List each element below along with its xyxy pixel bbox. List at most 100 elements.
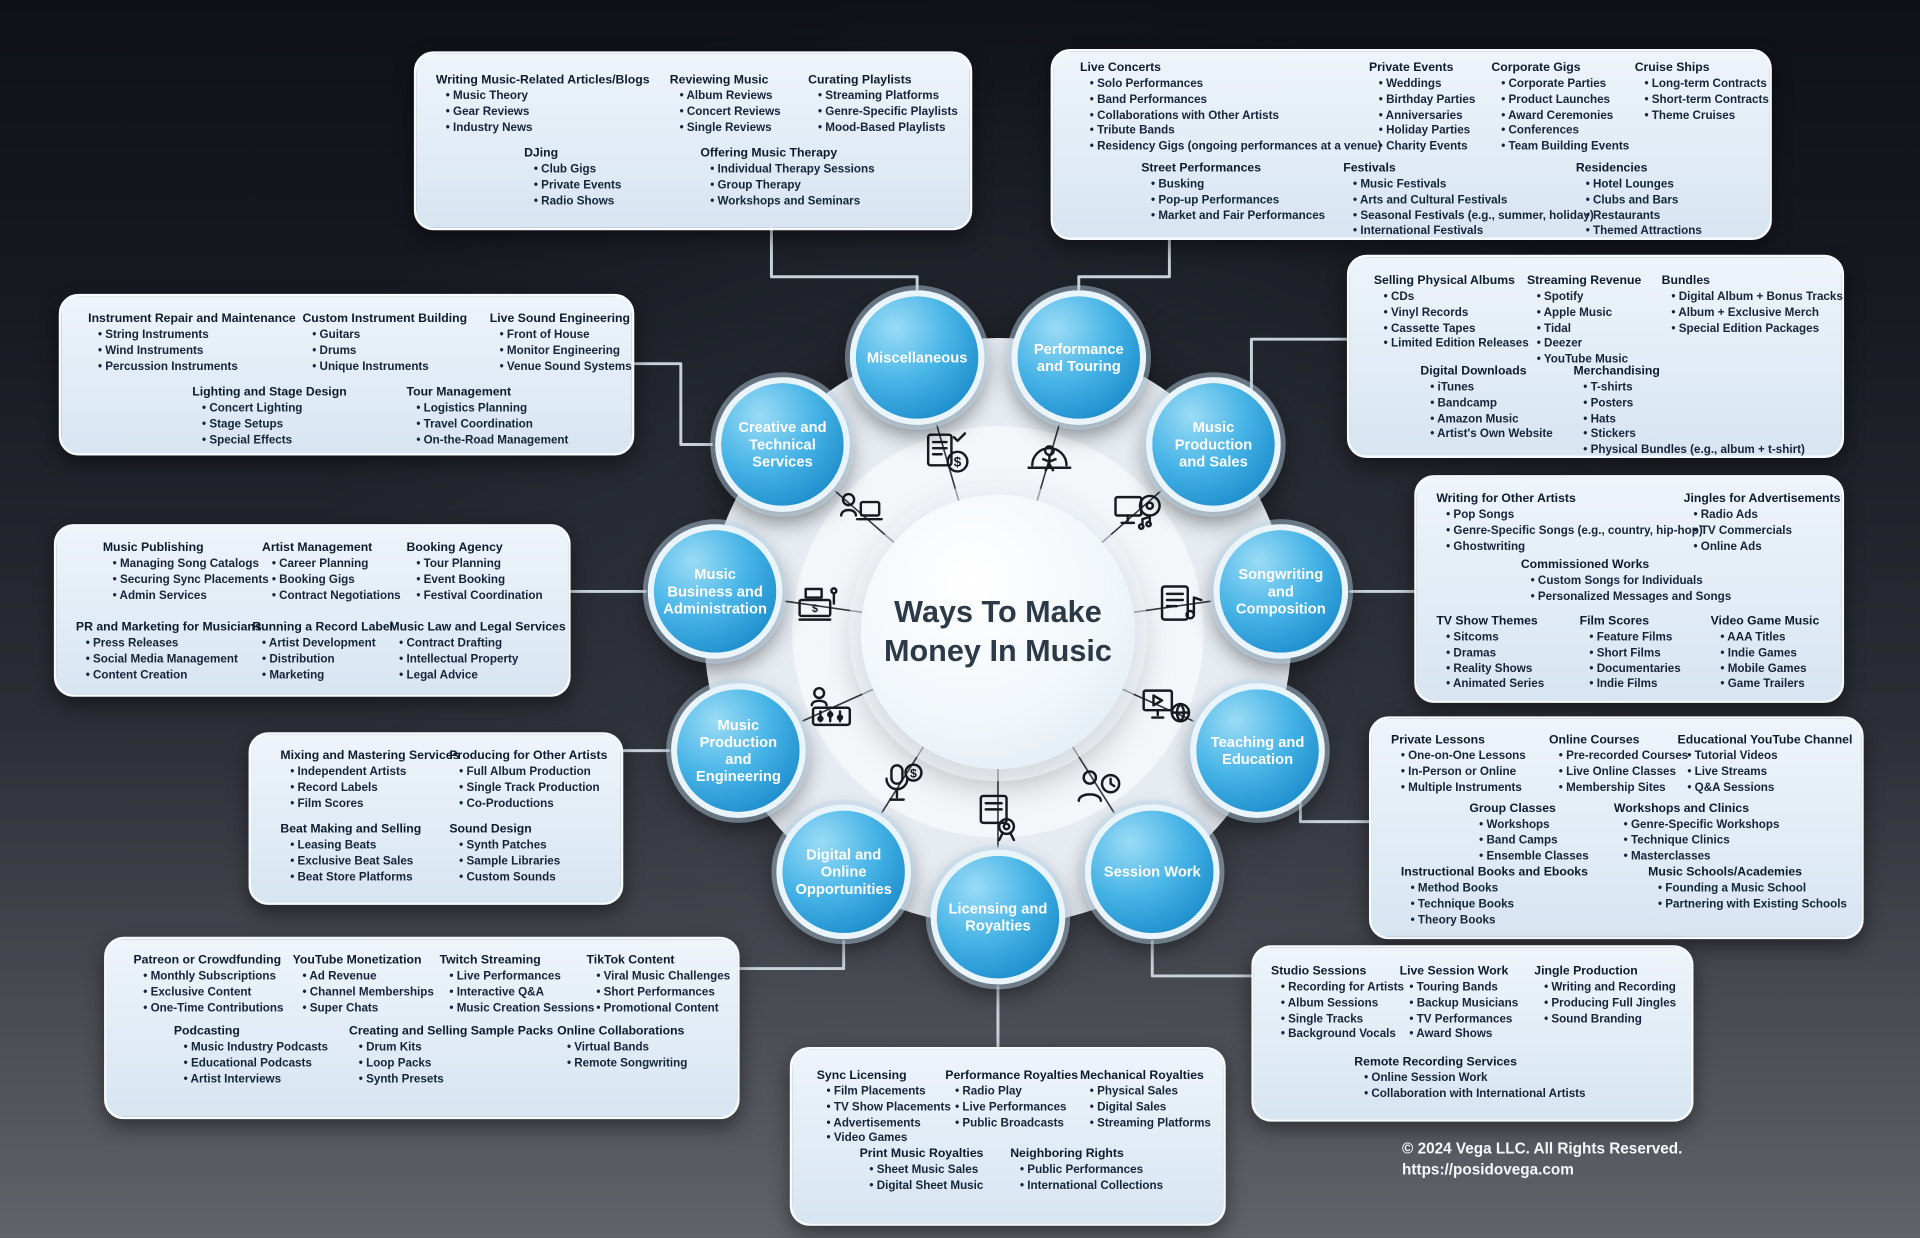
detail-item: Team Building Events [1501, 140, 1630, 156]
topic-items: WeddingsBirthday PartiesAnniversariesHol… [1369, 77, 1476, 156]
songwriting-box: Writing for Other ArtistsPop SongsGenre-… [1414, 475, 1845, 703]
detail-item: Public Broadcasts [955, 1116, 1078, 1132]
detail-item: Synth Patches [459, 839, 560, 855]
detail-item: YouTube Music [1537, 353, 1642, 369]
detail-item: Live Streams [1687, 765, 1852, 781]
performance-box: Live ConcertsSolo PerformancesBand Perfo… [1050, 48, 1772, 241]
licensing-box: Sync LicensingFilm PlacementsTV Show Pla… [789, 1046, 1226, 1226]
detail-item: Travel Coordination [416, 417, 568, 433]
engineering-box: Mixing and Mastering ServicesIndependent… [248, 732, 624, 905]
detail-item: Membership Sites [1559, 781, 1689, 797]
topic-group: Video Game MusicAAA TitlesIndie GamesMob… [1711, 615, 1820, 694]
detail-item: Special Edition Packages [1671, 322, 1842, 338]
topic-title: Studio Sessions [1271, 964, 1367, 979]
detail-item: In-Person or Online [1401, 765, 1526, 781]
topic-items: Club GigsPrivate EventsRadio Shows [524, 163, 621, 210]
topic-group: Live Sound EngineeringFront of HouseMoni… [490, 312, 632, 375]
topic-group: PodcastingMusic Industry PodcastsEducati… [174, 1025, 328, 1088]
detail-item: Charity Events [1379, 140, 1476, 156]
detail-item: Advertisements [827, 1116, 951, 1132]
detail-item: Deezer [1537, 337, 1642, 353]
topic-items: Synth PatchesSample LibrariesCustom Soun… [449, 839, 560, 886]
node-performance-and-touring: Performance and Touring [1011, 290, 1147, 425]
topic-items: Monthly SubscriptionsExclusive ContentOn… [133, 970, 284, 1017]
topic-items: CDsVinyl RecordsCassette TapesLimited Ed… [1374, 290, 1529, 353]
detail-item: Full Album Production [459, 765, 607, 781]
topic-items: Sheet Music SalesDigital Sheet Music [860, 1163, 984, 1194]
topic-items: Viral Music ChallengesShort Performances… [587, 970, 731, 1017]
detail-item: Themed Attractions [1586, 225, 1702, 241]
detail-item: Film Scores [290, 797, 459, 813]
topic-group: Instructional Books and EbooksMethod Boo… [1401, 866, 1588, 929]
topic-group: MerchandisingT-shirtsPostersHatsStickers… [1573, 365, 1804, 459]
detail-item: Workshops [1479, 818, 1588, 834]
detail-item: Streaming Platforms [818, 89, 958, 105]
detail-item: Private Events [534, 179, 621, 195]
topic-group: TikTok ContentViral Music ChallengesShor… [587, 954, 731, 1017]
detail-item: Music Festivals [1353, 178, 1594, 194]
topic-group: Corporate GigsCorporate PartiesProduct L… [1491, 61, 1629, 155]
topic-items: Contract DraftingIntellectual PropertyLe… [389, 637, 565, 684]
detail-item: Short-term Contracts [1644, 93, 1769, 109]
topic-group: Jingles for AdvertisementsRadio AdsTV Co… [1684, 492, 1841, 555]
topic-group: Print Music RoyaltiesSheet Music SalesDi… [860, 1147, 984, 1194]
detail-item: Weddings [1379, 77, 1476, 93]
detail-item: Mobile Games [1720, 662, 1819, 678]
detail-item: TV Show Placements [827, 1101, 951, 1117]
detail-item: Solo Performances [1090, 77, 1382, 93]
detail-item: Sample Libraries [459, 854, 560, 870]
detail-item: Writing and Recording [1544, 981, 1676, 997]
topic-group: Twitch StreamingLive PerformancesInterac… [440, 954, 595, 1017]
node-miscellaneous: Miscellaneous [849, 290, 985, 425]
detail-item: Founding a Music School [1658, 882, 1847, 898]
topic-items: Live PerformancesInteractive Q&AMusic Cr… [440, 970, 595, 1017]
node-label: Songwriting and Composition [1235, 565, 1326, 618]
topic-title: Video Game Music [1710, 614, 1820, 629]
detail-item: Feature Films [1589, 631, 1680, 647]
topic-group: Artist ManagementCareer PlanningBooking … [262, 541, 401, 604]
topic-items: GuitarsDrumsUnique Instruments [302, 328, 467, 375]
detail-item: Corporate Parties [1501, 77, 1629, 93]
detail-item: Theory Books [1411, 913, 1588, 929]
topic-title: YouTube Monetization [292, 953, 422, 968]
detail-item: Front of House [500, 328, 632, 344]
detail-item: One-on-One Lessons [1401, 749, 1526, 765]
topic-items: Streaming PlatformsGenre-Specific Playli… [808, 89, 958, 136]
topic-items: Founding a Music SchoolPartnering with E… [1648, 882, 1847, 913]
detail-item: Sitcoms [1446, 631, 1544, 647]
topic-group: Neighboring RightsPublic PerformancesInt… [1010, 1147, 1163, 1194]
detail-item: Band Camps [1479, 834, 1588, 850]
topic-items: Film PlacementsTV Show PlacementsAdverti… [817, 1085, 951, 1148]
detail-item: Legal Advice [399, 668, 565, 684]
topic-group: TV Show ThemesSitcomsDramasReality Shows… [1436, 615, 1544, 694]
detail-item: Genre-Specific Songs (e.g., country, hip… [1446, 524, 1702, 540]
topic-items: String InstrumentsWind InstrumentsPercus… [88, 328, 296, 375]
topic-group: Group ClassesWorkshopsBand CampsEnsemble… [1469, 802, 1588, 865]
topic-items: Press ReleasesSocial Media ManagementCon… [76, 637, 262, 684]
detail-item: Masterclasses [1624, 849, 1780, 865]
node-creative-and-technical-services: Creative and Technical Services [715, 377, 850, 512]
miscellaneous-box: Writing Music-Related Articles/BlogsMusi… [413, 51, 973, 231]
topic-items: Album ReviewsConcert ReviewsSingle Revie… [670, 89, 780, 136]
detail-item: Beat Store Platforms [290, 870, 421, 886]
topic-title: Music Schools/Academies [1648, 865, 1802, 880]
detail-item: CDs [1384, 290, 1529, 306]
topic-items: Front of HouseMonitor EngineeringVenue S… [490, 328, 632, 375]
detail-item: International Festivals [1353, 225, 1594, 241]
topic-group: DJingClub GigsPrivate EventsRadio Shows [524, 147, 621, 210]
detail-item: Animated Series [1446, 678, 1544, 694]
topic-group: YouTube MonetizationAd RevenueChannel Me… [293, 954, 434, 1017]
topic-items: Solo PerformancesBand PerformancesCollab… [1080, 77, 1382, 155]
detail-item: Guitars [312, 328, 467, 344]
topic-title: Streaming Revenue [1526, 274, 1642, 288]
svg-text:$: $ [910, 767, 917, 781]
node-label: Licensing and Royalties [948, 899, 1048, 935]
topic-items: Long-term ContractsShort-term ContractsT… [1635, 77, 1769, 124]
topic-group: Selling Physical AlbumsCDsVinyl RecordsC… [1374, 274, 1529, 353]
detail-item: Single Tracks [1281, 1012, 1404, 1028]
detail-item: Award Shows [1409, 1028, 1518, 1044]
node-label: Performance and Touring [1033, 340, 1124, 375]
topic-items: Recording for ArtistsAlbum SessionsSingl… [1271, 981, 1404, 1044]
topic-items: BuskingPop-up PerformancesMarket and Fai… [1141, 178, 1325, 225]
detail-item: Public Performances [1020, 1163, 1163, 1179]
